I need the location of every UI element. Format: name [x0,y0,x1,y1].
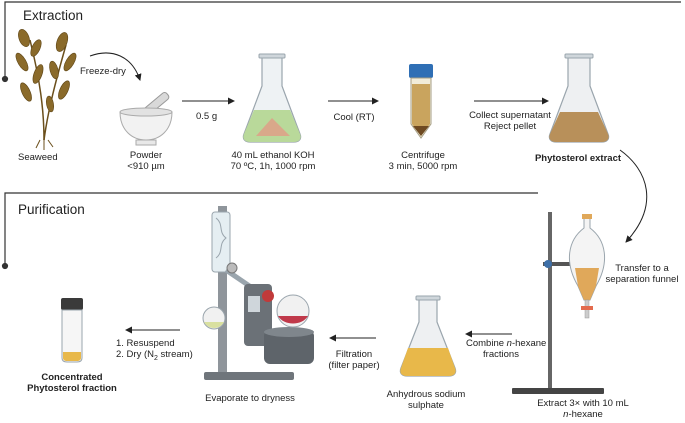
phytosterol-extract-flask-icon [548,53,610,143]
extraction-frame [1,1,681,83]
combine-label: Combine n-hexane fractions [466,338,547,360]
transfer-arrow [619,149,648,243]
seaweed-icon [15,29,77,150]
section-title-extraction: Extraction [23,8,84,23]
collect-label: Collect supernatant Reject pellet [469,110,551,132]
centrifuge-label: Centrifuge 3 min, 5000 rpm [388,150,458,172]
amount-label: 0.5 g [196,111,218,122]
transfer-label: Transfer to a separation funnel [605,263,679,285]
ethanol-label: 40 mL ethanol KOH 70 ºC, 1h, 1000 rpm [230,150,316,172]
rotary-evaporator-icon [202,206,314,380]
freeze-dry-arrow [89,52,142,81]
final-steps-label: 1. Resuspend 2. Dry (N2 stream) [116,338,193,362]
freeze-dry-label: Freeze-dry [80,66,126,77]
anhydrous-label: Anhydrous sodium sulphate [386,389,466,411]
seaweed-label: Seaweed [18,152,58,163]
powder-label: Powder <910 µm [127,150,165,172]
centrifuge-tube-icon [409,64,433,139]
ethanol-koh-flask-icon [242,53,302,143]
filtration-label: Filtration (filter paper) [328,349,380,371]
cool-label: Cool (RT) [333,112,375,123]
purification-frame [1,192,538,270]
vial-icon [61,298,83,363]
extract-label: Extract 3× with 10 mL n-hexane [537,398,629,420]
evaporate-label: Evaporate to dryness [205,393,295,404]
concentrated-label: Concentrated Phytosterol fraction [27,372,117,394]
phytosterol-extract-label: Phytosterol extract [534,153,622,164]
anhydrous-flask-icon [399,295,457,377]
separation-funnel-icon [512,212,606,394]
mortar-pestle-icon [119,92,173,146]
section-title-purification: Purification [18,202,85,217]
